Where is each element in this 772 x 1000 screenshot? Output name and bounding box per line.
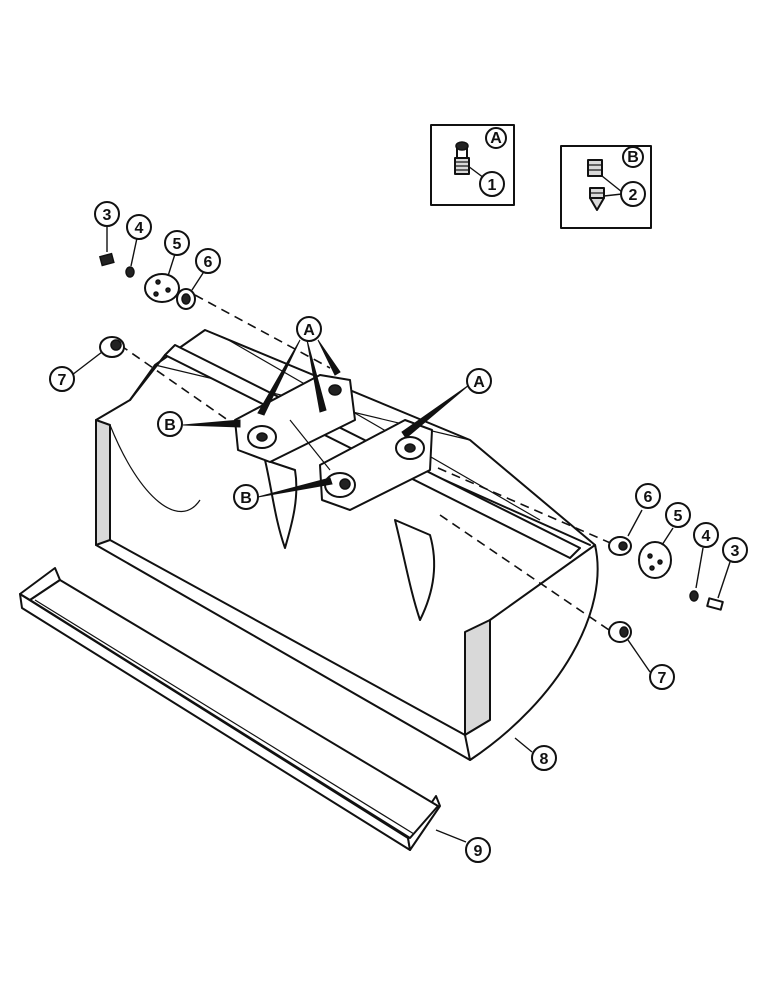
svg-text:4: 4	[702, 528, 711, 545]
assembly-lines	[119, 294, 616, 633]
callout-item-9: 9	[465, 837, 491, 863]
callout-item-3-left: 3	[94, 201, 120, 227]
svg-text:B: B	[164, 417, 176, 434]
svg-text:4: 4	[135, 220, 144, 237]
svg-text:9: 9	[474, 843, 483, 860]
callout-detail-b-label: B	[622, 146, 644, 168]
washer-right-icon	[689, 590, 699, 602]
svg-text:A: A	[473, 374, 485, 391]
callout-item-5-right: 5	[665, 502, 691, 528]
svg-text:5: 5	[674, 508, 683, 525]
bushing-6-right-icon	[608, 536, 632, 556]
detail-box-b: B 2	[560, 145, 652, 229]
svg-text:A: A	[490, 130, 502, 147]
callout-item-a-right: A	[466, 368, 492, 394]
svg-text:7: 7	[658, 670, 667, 687]
callout-item-7-right: 7	[649, 664, 675, 690]
pointer-wedges	[182, 339, 470, 498]
svg-text:A: A	[303, 322, 315, 339]
plate-left-icon	[144, 273, 180, 303]
bolt-left-icon	[98, 252, 115, 267]
cutting-edge-part	[19, 567, 441, 851]
washer-left-icon	[125, 266, 135, 278]
bushing-left-icon	[176, 288, 196, 310]
callout-item-b-mid: B	[233, 484, 259, 510]
plug-fitting-icon	[587, 159, 605, 211]
callout-item-2: 2	[620, 181, 646, 207]
svg-text:6: 6	[644, 489, 653, 506]
svg-text:5: 5	[173, 236, 182, 253]
svg-text:6: 6	[204, 254, 213, 271]
svg-text:7: 7	[58, 372, 67, 389]
svg-text:1: 1	[488, 177, 497, 194]
callout-item-4-left: 4	[126, 214, 152, 240]
detail-box-a: A 1	[430, 124, 515, 206]
callout-item-b-left: B	[157, 411, 183, 437]
callout-item-6-right: 6	[635, 483, 661, 509]
grease-fitting-icon	[454, 141, 470, 175]
plate-right-icon	[638, 541, 672, 579]
callout-item-8: 8	[531, 745, 557, 771]
bolt-right-icon	[706, 597, 724, 611]
mounting-brackets	[234, 374, 433, 511]
callout-item-4-right: 4	[693, 522, 719, 548]
svg-text:2: 2	[629, 187, 638, 204]
right-hardware	[435, 509, 731, 843]
svg-text:8: 8	[540, 751, 549, 768]
callout-item-7-left: 7	[49, 366, 75, 392]
callout-item-6-left: 6	[195, 248, 221, 274]
bucket-ribs	[264, 459, 436, 621]
callout-item-a-top: A	[296, 316, 322, 342]
left-hardware	[71, 227, 206, 376]
callout-item-3-right: 3	[722, 537, 748, 563]
svg-text:B: B	[627, 149, 639, 166]
bushing-7-left-icon	[99, 336, 125, 358]
bushing-7-right-icon	[608, 621, 632, 643]
callout-item-5-left: 5	[164, 230, 190, 256]
svg-text:3: 3	[103, 207, 112, 224]
svg-text:B: B	[240, 490, 252, 507]
svg-text:3: 3	[731, 543, 740, 560]
callout-detail-a-label: A	[485, 127, 507, 149]
callout-item-1: 1	[479, 171, 505, 197]
